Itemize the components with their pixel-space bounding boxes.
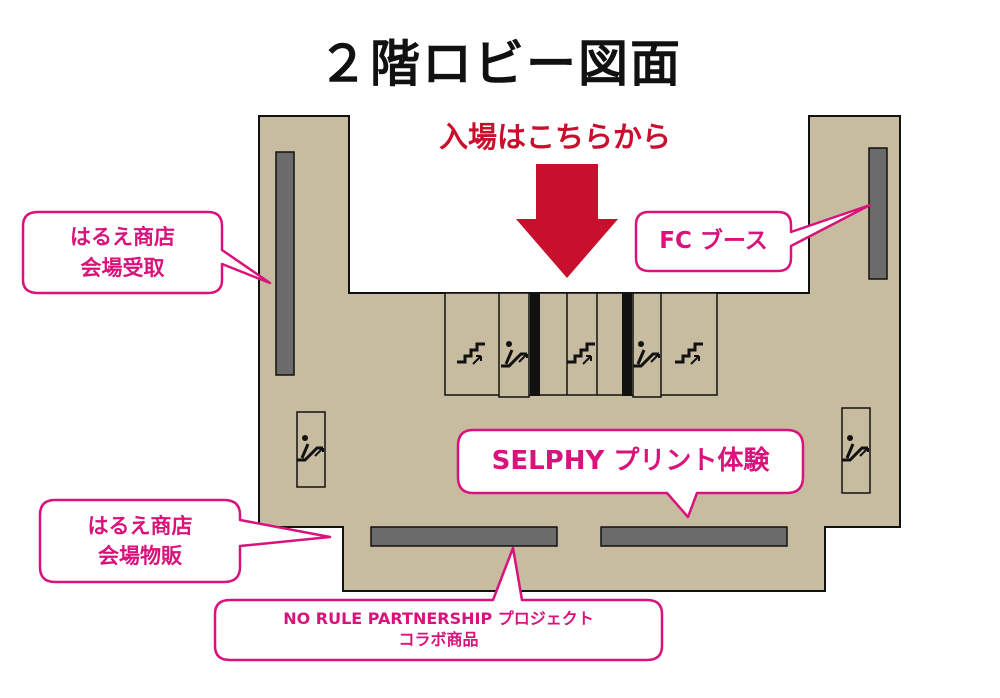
callout-collab-bubble: [213, 546, 664, 662]
callout-pickup-line1: はるえ商店: [70, 225, 175, 250]
entrance-label: 入場はこちらから: [438, 120, 671, 154]
callout-fc-line1: FC ブース: [659, 227, 768, 254]
callout-selphy: SELPHY プリント体験: [458, 430, 803, 493]
sales-table-right: [600, 526, 788, 547]
page-title: ２階ロビー図面: [318, 35, 682, 93]
callout-pickup: はるえ商店 会場受取: [23, 212, 222, 293]
callout-selphy-bubble: [456, 428, 805, 519]
callout-collab-line2: コラボ商品: [398, 630, 479, 649]
callout-sales-line1: はるえ商店: [87, 513, 193, 538]
callout-sales-line2: 会場物販: [98, 544, 182, 568]
callout-sales: はるえ商店 会場物販: [40, 500, 240, 582]
sales-table-left: [370, 526, 558, 547]
callout-sales-bubble: [38, 498, 332, 584]
pickup-counter: [275, 151, 295, 376]
fc-booth-counter: [868, 147, 888, 280]
arrow-down-icon: [516, 164, 618, 278]
callout-collab: NO RULE PARTNERSHIP プロジェクト コラボ商品: [215, 600, 662, 660]
callout-collab-line1: NO RULE PARTNERSHIP プロジェクト: [283, 609, 594, 629]
stairs-escalator-block: [444, 292, 718, 398]
callout-fc-bubble: [634, 203, 872, 273]
callout-selphy-line1: SELPHY プリント体験: [491, 445, 770, 476]
callout-fc-booth: FC ブース: [636, 212, 791, 271]
callout-pickup-bubble: [21, 210, 272, 295]
callout-pickup-line2: 会場受取: [80, 255, 165, 280]
